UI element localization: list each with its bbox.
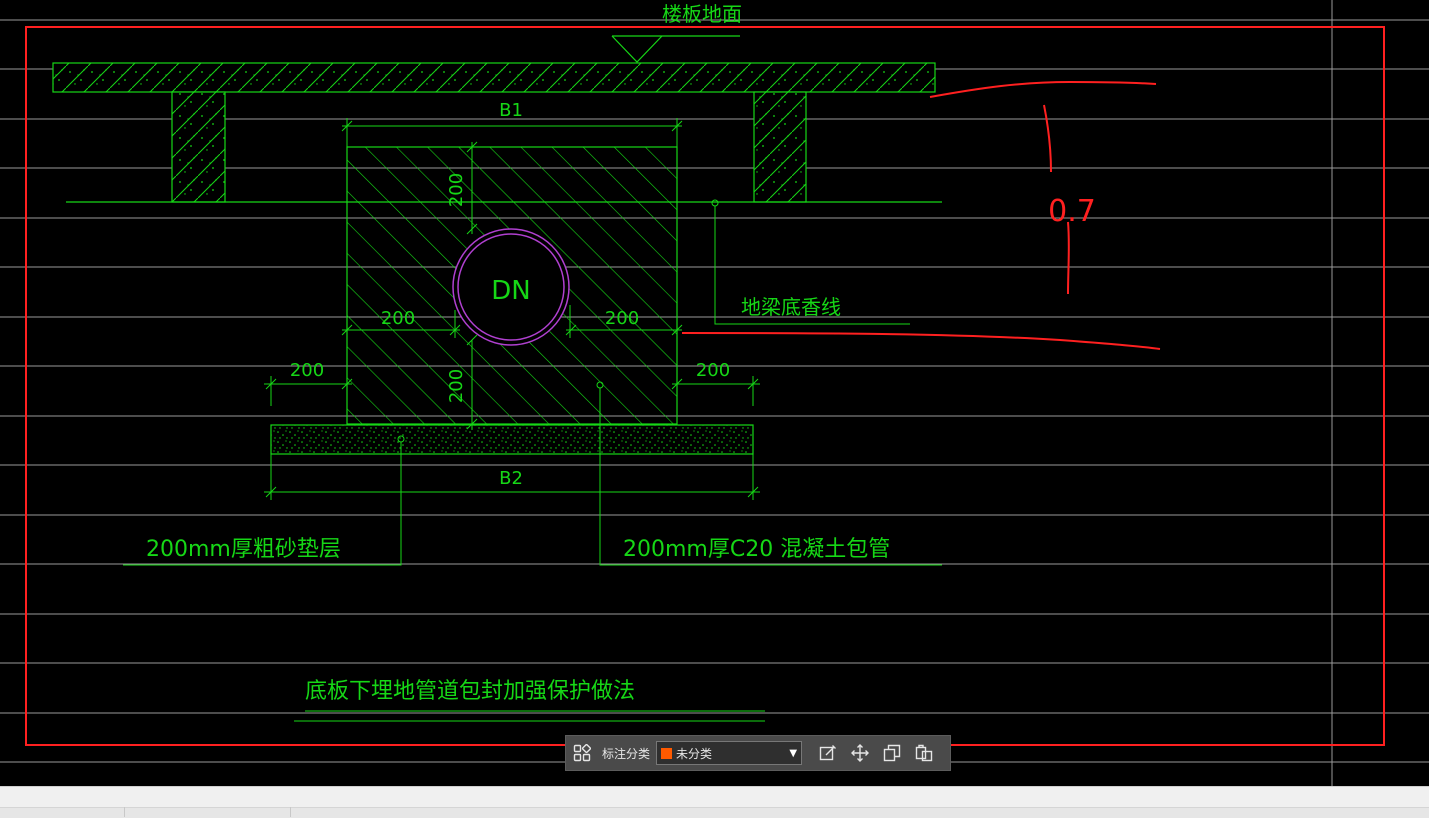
selection-frame[interactable] bbox=[25, 26, 1385, 746]
b1-label: B1 bbox=[499, 100, 523, 121]
sand-label: 200mm厚粗砂垫层 bbox=[146, 537, 341, 562]
level-symbol bbox=[611, 35, 740, 63]
dimension-left[interactable] bbox=[341, 310, 461, 338]
dimension-top[interactable] bbox=[466, 141, 478, 235]
concrete-label: 200mm厚C20 混凝土包管 bbox=[623, 537, 890, 562]
edit-icon[interactable] bbox=[816, 741, 840, 765]
dim-outer-right-label: 200 bbox=[696, 360, 730, 381]
pipe[interactable] bbox=[452, 228, 570, 346]
copy-icon[interactable] bbox=[880, 741, 904, 765]
b2-label: B2 bbox=[499, 468, 523, 489]
category-label: 标注分类 bbox=[602, 746, 651, 761]
grid-view-icon[interactable] bbox=[570, 741, 594, 765]
sand-cushion[interactable] bbox=[270, 424, 754, 455]
markup-annotation[interactable] bbox=[681, 80, 1161, 350]
dim-left-label: 200 bbox=[381, 308, 415, 329]
status-bar-row bbox=[0, 807, 1429, 818]
dimension-b2[interactable] bbox=[264, 454, 760, 500]
title-underline bbox=[294, 710, 765, 722]
dim-top-label: 200 bbox=[446, 173, 467, 207]
beam-left[interactable] bbox=[171, 91, 226, 203]
category-value: 未分类 bbox=[676, 746, 713, 761]
beam-line-label: 地梁底香线 bbox=[741, 295, 841, 319]
category-dropdown[interactable]: 未分类 ▼ bbox=[656, 741, 803, 765]
drawing-svg: 楼板地面 DN B1 B2 bbox=[0, 0, 1429, 786]
floor-slab[interactable] bbox=[52, 62, 936, 93]
pipe-label: DN bbox=[491, 276, 530, 306]
annotation-toolbar: 标注分类 未分类 ▼ bbox=[565, 735, 951, 771]
leader-beam-line[interactable] bbox=[711, 199, 910, 325]
dim-bottom-label: 200 bbox=[446, 369, 467, 403]
category-color-swatch bbox=[661, 747, 673, 759]
dimension-outer-right[interactable] bbox=[671, 376, 760, 406]
status-divider bbox=[124, 807, 125, 817]
dim-right-label: 200 bbox=[605, 308, 639, 329]
floor-label: 楼板地面 bbox=[662, 2, 742, 26]
dimension-right[interactable] bbox=[565, 305, 683, 338]
markup-value: 0.7 bbox=[1048, 194, 1096, 229]
dimension-bottom[interactable] bbox=[466, 334, 478, 430]
dimension-outer-left[interactable] bbox=[264, 376, 353, 406]
drawing-title: 底板下埋地管道包封加强保护做法 bbox=[305, 679, 635, 704]
move-icon[interactable] bbox=[848, 741, 872, 765]
paste-icon[interactable] bbox=[912, 741, 936, 765]
dim-outer-left-label: 200 bbox=[290, 360, 324, 381]
cad-canvas[interactable]: 楼板地面 DN B1 B2 bbox=[0, 0, 1429, 786]
leader-concrete[interactable] bbox=[596, 381, 942, 566]
status-divider bbox=[290, 807, 291, 817]
chevron-down-icon: ▼ bbox=[789, 747, 798, 759]
leader-sand[interactable] bbox=[123, 435, 405, 566]
beam-right[interactable] bbox=[753, 91, 807, 203]
dimension-b1[interactable] bbox=[341, 118, 683, 147]
status-bar bbox=[0, 786, 1429, 818]
